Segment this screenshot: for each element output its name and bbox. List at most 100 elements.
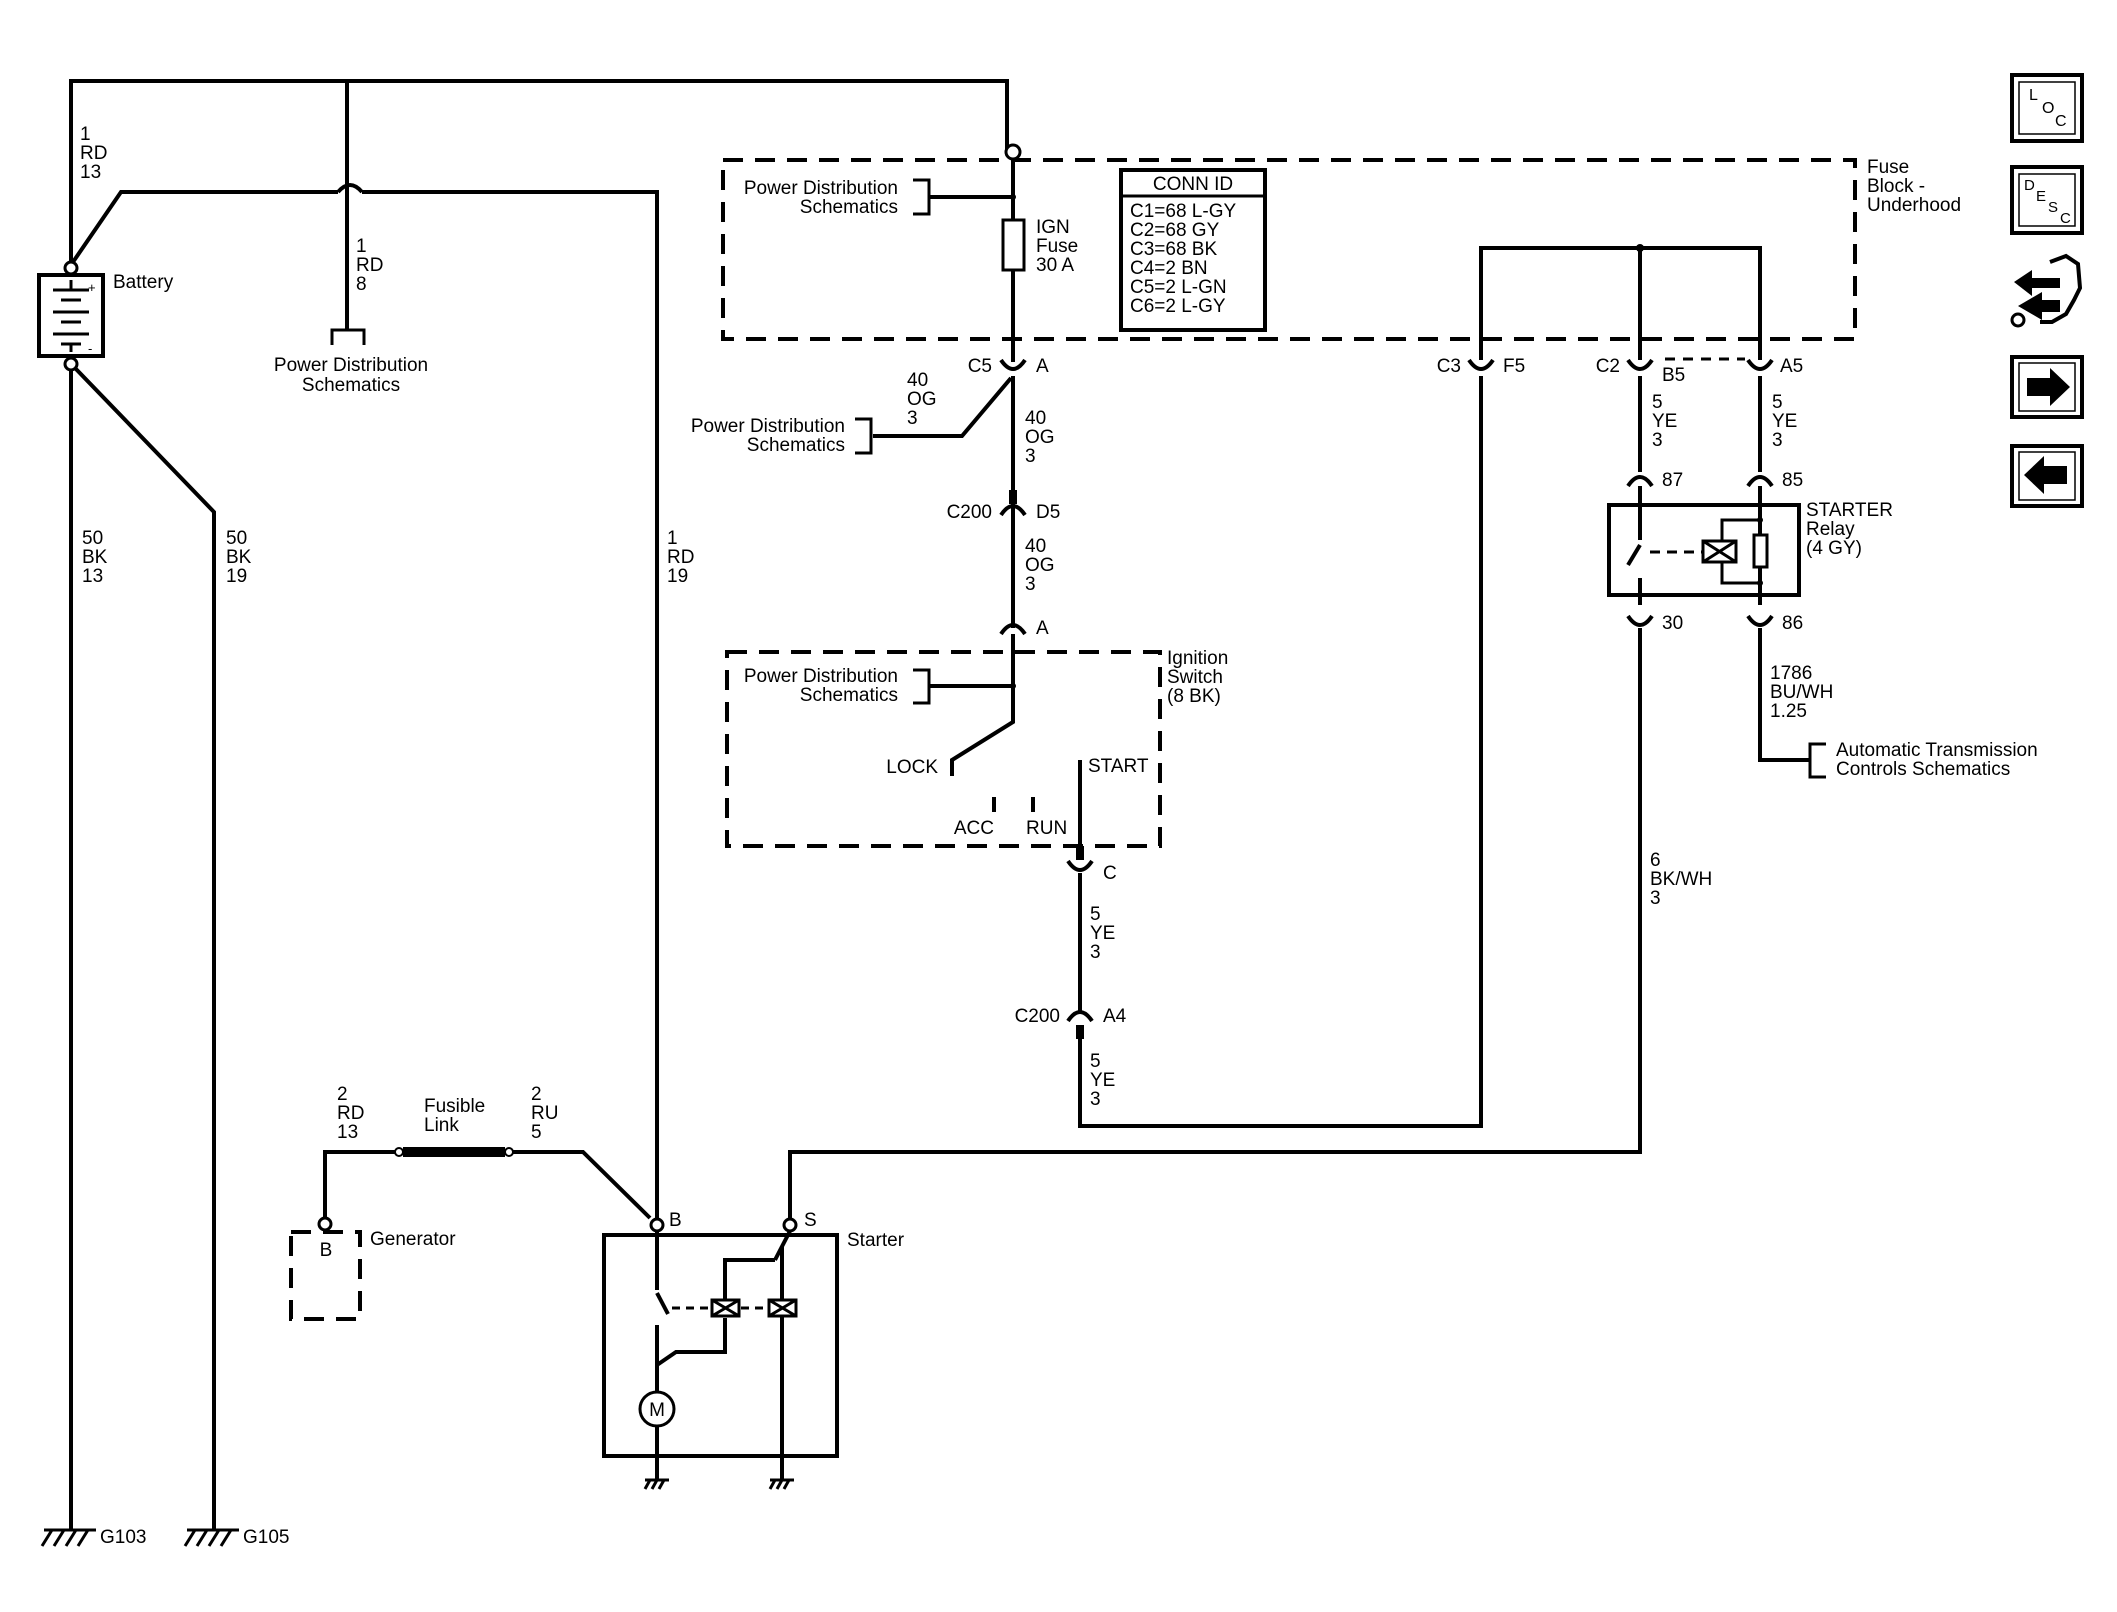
starter-motor-label: M — [649, 1400, 665, 1421]
gen-wire-right-size: 2 — [531, 1084, 542, 1105]
conn-id-c6: C6=2 L-GY — [1130, 296, 1226, 317]
gen-wire-left-color: RD — [337, 1103, 364, 1124]
ye-c200-circuit: 3 — [1090, 1089, 1101, 1110]
og-branch-size: 40 — [907, 370, 928, 391]
starter-relay: 5 YE 3 5 YE 3 87 85 STARTER Relay (4 GY)… — [788, 376, 2038, 1220]
ign-switch-pds-line1: Power Distribution — [744, 666, 898, 687]
connector-c2: C2 B5 — [1596, 356, 1686, 386]
og-circuit: Power Distribution Schematics 40 OG 3 40… — [691, 370, 1060, 639]
pds-left-wire-circuit: 8 — [356, 274, 367, 295]
bkwh-size: 6 — [1650, 850, 1661, 871]
ye-start-circuit: 5 YE 3 C200 A4 5 YE 3 — [1015, 376, 1483, 1128]
ye-c200-color: YE — [1090, 1070, 1115, 1091]
next-button[interactable] — [2010, 355, 2084, 419]
starter-term-b: B — [669, 1210, 682, 1231]
ign-a-pin: A — [1036, 618, 1049, 639]
ign-fuse-line3: 30 A — [1036, 255, 1074, 276]
fuse-block-title-2: Block - — [1867, 176, 1925, 197]
previous-button[interactable] — [2010, 444, 2084, 508]
og-branch-color: OG — [907, 389, 937, 410]
og2-color: OG — [1025, 555, 1055, 576]
loc-letter-o: O — [2042, 100, 2054, 117]
buwh-color: BU/WH — [1770, 682, 1833, 703]
switch-lock: LOCK — [886, 757, 938, 778]
c2-label: C2 — [1596, 356, 1620, 377]
battery-plus: + — [88, 280, 96, 295]
c3-label: C3 — [1437, 356, 1461, 377]
ign-switch-title-2: Switch — [1167, 667, 1223, 688]
ign-switch-pds-line2: Schematics — [800, 685, 898, 706]
battery-wire-size: 1 — [80, 124, 91, 145]
ign-fuse — [1001, 218, 1026, 272]
arrow-left-icon — [2024, 456, 2067, 494]
fuse-block-pds-line1: Power Distribution — [744, 178, 898, 199]
buwh-size: 1786 — [1770, 663, 1812, 684]
ye-a5-size: 5 — [1772, 392, 1783, 413]
pds-left-wire-color: RD — [356, 255, 383, 276]
ye-ign-circuit: 3 — [1090, 942, 1101, 963]
arrow-right-icon — [2027, 368, 2070, 406]
battery-ground2-wire-color: BK — [226, 547, 252, 568]
ground-label-g105: G105 — [243, 1527, 289, 1548]
desc-letter-s: S — [2048, 199, 2058, 216]
conn-id-c4: C4=2 BN — [1130, 258, 1208, 279]
starter-term-s: S — [804, 1210, 817, 1231]
generator: B Generator Fusible Link 2 RD 13 2 RU 5 — [289, 1084, 652, 1321]
fusible-link-line1: Fusible — [424, 1096, 485, 1117]
starter-label: Starter — [847, 1230, 905, 1251]
conn-id-c1: C1=68 L-GY — [1130, 201, 1236, 222]
generator-label: Generator — [370, 1229, 456, 1250]
ye-ign-color: YE — [1090, 923, 1115, 944]
gen-wire-left-circuit: 13 — [337, 1122, 358, 1143]
relay-title-3: (4 GY) — [1806, 538, 1862, 559]
description-button[interactable]: D E S C — [2010, 165, 2084, 235]
fusible-link-line2: Link — [424, 1115, 459, 1136]
wrench-car-icon — [2010, 253, 2083, 328]
desc-letter-d: D — [2024, 177, 2035, 194]
c5-pin: A — [1036, 356, 1049, 377]
switch-run: RUN — [1026, 818, 1067, 839]
ign-switch-title-1: Ignition — [1167, 648, 1228, 669]
c200-label: C200 — [947, 502, 992, 523]
og-branch-circuit: 3 — [907, 408, 918, 429]
atc-line2: Controls Schematics — [1836, 759, 2010, 780]
gen-wire-right-circuit: 5 — [531, 1122, 542, 1143]
og1-color: OG — [1025, 427, 1055, 448]
battery-ground-wire-size: 50 — [82, 528, 103, 549]
battery-ground-wire-color: BK — [82, 547, 108, 568]
fuse-block-title-1: Fuse — [1867, 157, 1909, 178]
loc-letter-c: C — [2055, 113, 2067, 130]
pds-left-line1: Power Distribution — [274, 355, 428, 376]
ground-label-g103: G103 — [100, 1527, 146, 1548]
conn-id-c3: C3=68 BK — [1130, 239, 1217, 260]
starter-feed-wire-circuit: 19 — [667, 566, 688, 587]
connector-c5: C5 A — [968, 356, 1049, 377]
bkwh-color: BK/WH — [1650, 869, 1712, 890]
location-button[interactable]: L O C — [2010, 73, 2084, 143]
switch-start: START — [1088, 756, 1149, 777]
pds-reference-left: 1 RD 8 Power Distribution Schematics — [274, 81, 428, 396]
desc-letter-c: C — [2060, 210, 2071, 227]
relay-title-2: Relay — [1806, 519, 1855, 540]
og1-circuit: 3 — [1025, 446, 1036, 467]
fuse-block-title-3: Underhood — [1867, 195, 1961, 216]
c5-label: C5 — [968, 356, 992, 377]
ign-fuse-line1: IGN — [1036, 217, 1070, 238]
conn-id-c2: C2=68 GY — [1130, 220, 1220, 241]
relay-pin-85: 85 — [1782, 470, 1803, 491]
c2-pin: B5 — [1662, 365, 1685, 386]
connector-c3: C3 F5 — [1437, 356, 1525, 377]
battery-ground2-wire-size: 50 — [226, 528, 247, 549]
ign-switch-title-3: (8 BK) — [1167, 686, 1221, 707]
atc-line1: Automatic Transmission — [1836, 740, 2038, 761]
c200-pin-d5: D5 — [1036, 502, 1060, 523]
relay-pin-30: 30 — [1662, 613, 1683, 634]
battery-circuit: + - Battery 1 RD 13 50 BK 13 50 BK 19 1 … — [37, 79, 1009, 1530]
starter-feed-wire-color: RD — [667, 547, 694, 568]
diagnostic-tools-button[interactable] — [2010, 253, 2083, 328]
battery-ground-wire-circuit: 13 — [82, 566, 103, 587]
c200b-label: C200 — [1015, 1006, 1060, 1027]
conn-id-title: CONN ID — [1153, 174, 1233, 195]
og2-circuit: 3 — [1025, 574, 1036, 595]
